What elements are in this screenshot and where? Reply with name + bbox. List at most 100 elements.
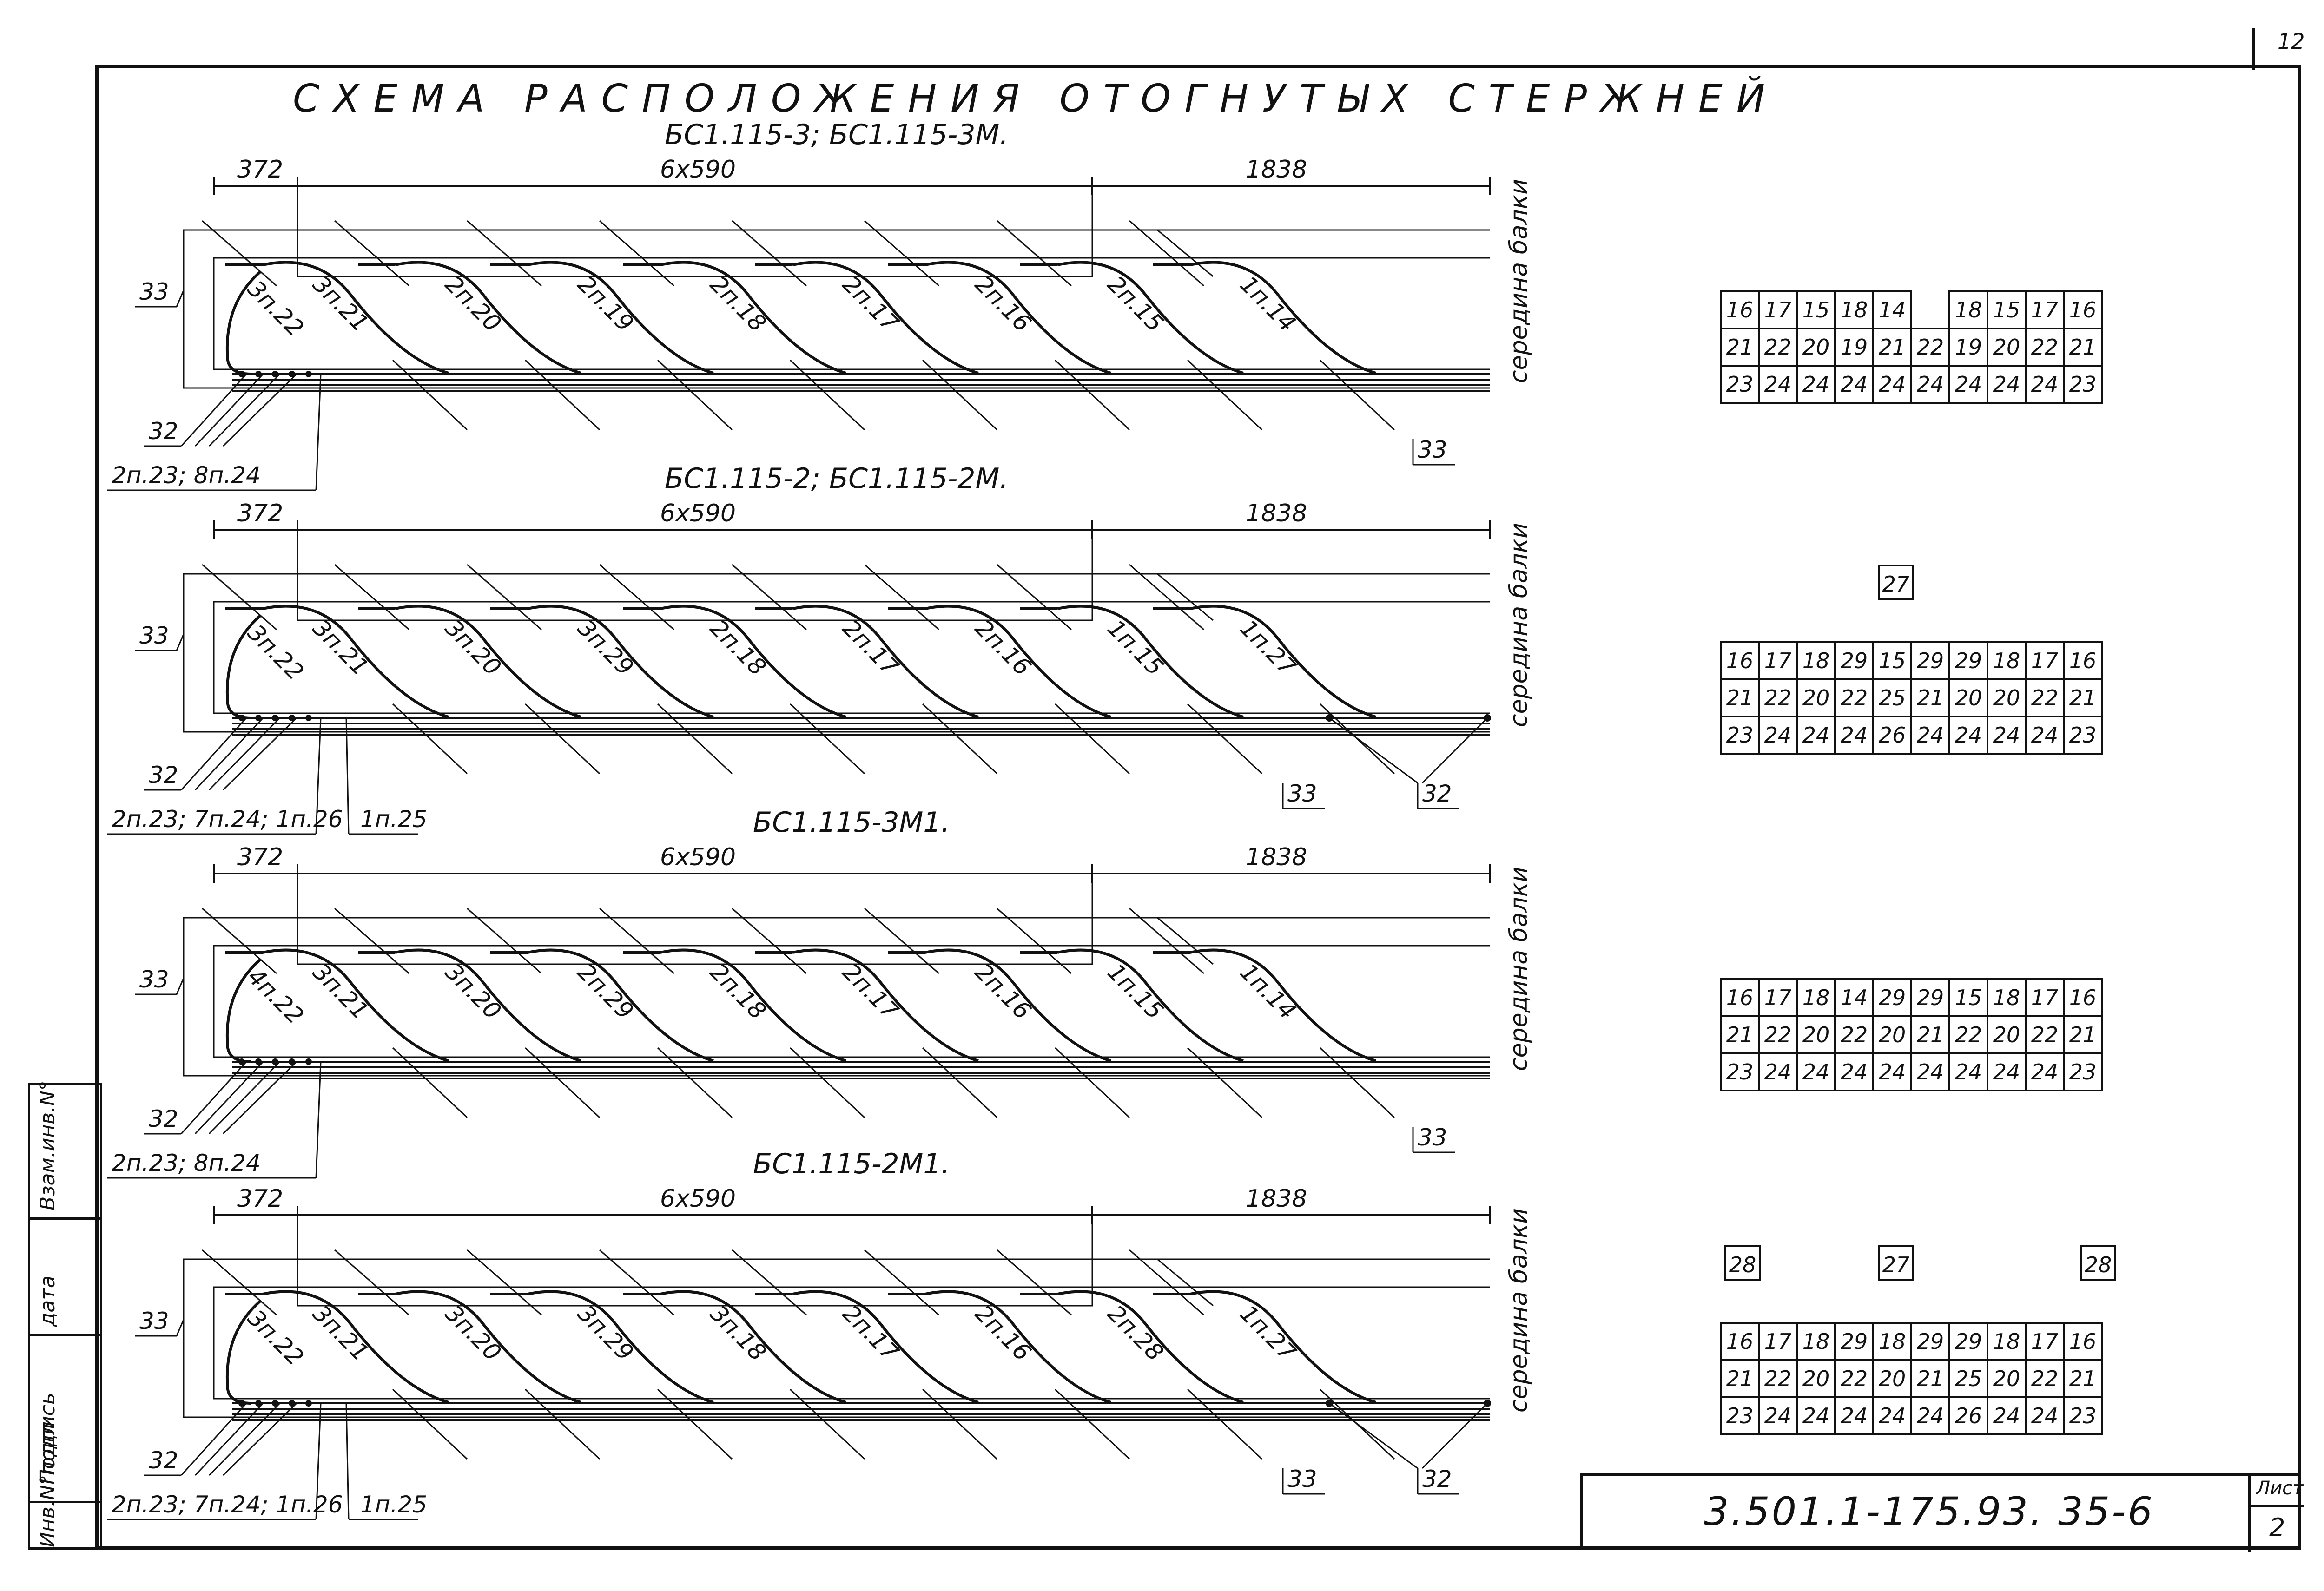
bent-bar-label-2: 3п.20 — [440, 614, 507, 681]
leader-line — [732, 220, 807, 287]
bent-bar-5 — [792, 605, 979, 718]
grid-cell: 20 — [1796, 1359, 1836, 1398]
stirrup-zone-line — [297, 186, 1093, 277]
leader-line — [467, 907, 542, 974]
leader-line — [1054, 703, 1130, 775]
drawing-frame — [95, 65, 2301, 1550]
section-box-27: 27 — [1878, 1245, 1914, 1281]
grid-cell: 18 — [1796, 641, 1836, 680]
page-number: 12 — [2278, 29, 2305, 54]
bent-bar-label-6: 2п.16 — [970, 270, 1037, 337]
bent-bar-label-4: 3п.18 — [705, 1300, 772, 1366]
grid-cell: 21 — [1910, 1359, 1950, 1398]
bent-bar-3 — [527, 948, 714, 1062]
bar-dot — [305, 371, 312, 377]
grid-cell: 18 — [1872, 1322, 1912, 1361]
grid-cell: 23 — [2063, 365, 2103, 404]
grid-cell: 29 — [1834, 1322, 1874, 1361]
bent-bar-3 — [527, 261, 714, 375]
grid-cell: 15 — [1796, 290, 1836, 329]
dimension-1838: 1838 — [1246, 156, 1307, 184]
dimension-6x590: 6х590 — [660, 156, 736, 184]
bar-callout: 2п.23; 8п.24 — [112, 462, 261, 489]
grid-cell: 17 — [2025, 641, 2065, 680]
leader-line — [1129, 564, 1204, 631]
grid-cell: 17 — [1758, 1322, 1798, 1361]
grid-cell: 21 — [1872, 328, 1912, 367]
sheet-cell: Лист 2 — [2248, 1476, 2304, 1552]
grid-cell: 16 — [2063, 290, 2103, 329]
section-box-28: 28 — [1724, 1245, 1761, 1281]
grid-cell: 29 — [1948, 1322, 1988, 1361]
grid-cell: 18 — [1834, 290, 1874, 329]
bent-bar-8 — [1189, 948, 1376, 1062]
bar-dot — [289, 371, 295, 377]
bent-bar-label-8: 1п.14 — [1235, 958, 1301, 1025]
bent-bar-5 — [792, 948, 979, 1062]
bent-bar-label-8: 1п.27 — [1235, 1300, 1301, 1366]
callout-leader — [208, 373, 281, 447]
grid-cell: 20 — [1987, 1015, 2027, 1054]
bar-dot — [289, 715, 295, 721]
side-strip-label-4: Инв.N°подл. — [36, 1415, 59, 1547]
grid-cell: 25 — [1872, 678, 1912, 717]
leader-line — [789, 1047, 865, 1118]
grid-cell: 15 — [1872, 641, 1912, 680]
leader-line — [1319, 359, 1395, 431]
mark-left-bottom: 32 — [149, 1105, 178, 1132]
leader-line — [524, 1388, 601, 1460]
grid-cell — [1911, 291, 1949, 329]
grid-cell: 24 — [1910, 716, 1950, 755]
bent-bar-7 — [1057, 1290, 1244, 1404]
bent-bar-2 — [395, 605, 581, 718]
leader-line — [1187, 359, 1263, 431]
grid-cell: 29 — [1834, 641, 1874, 680]
grid-cell: 21 — [2063, 1359, 2103, 1398]
grid-cell: 20 — [1796, 1015, 1836, 1054]
leader-line — [202, 564, 277, 631]
stirrup-zone-slope — [1092, 917, 1214, 965]
grid-cell: 24 — [1987, 1052, 2027, 1091]
beam-outline-outer — [183, 1258, 1490, 1418]
grid-cell: 24 — [1758, 365, 1798, 404]
callout-leader — [315, 1403, 322, 1520]
grid-cell: 22 — [1758, 678, 1798, 717]
mark-left-bottom: 32 — [149, 1447, 178, 1474]
grid-cell: 14 — [1834, 978, 1874, 1017]
grid-cell: 24 — [1910, 365, 1950, 404]
bent-bar-2 — [395, 948, 581, 1062]
grid-cell: 20 — [1948, 678, 1988, 717]
leader-line — [1421, 717, 1488, 784]
mark-left-top: 33 — [139, 622, 169, 649]
bent-bar-6 — [924, 948, 1111, 1062]
grid-cell: 21 — [1720, 1359, 1760, 1398]
end-hook-bar — [225, 1300, 261, 1405]
dimension-1838: 1838 — [1246, 843, 1307, 871]
grid-cell: 24 — [1948, 1052, 1988, 1091]
leader-line — [1187, 1047, 1263, 1118]
bar-dot — [305, 1400, 312, 1407]
grid-cell: 18 — [1796, 1322, 1836, 1361]
leader-line — [732, 564, 807, 631]
side-strip-label-1: Взам.инв.N° — [36, 1080, 59, 1210]
callout-leader — [315, 1061, 322, 1178]
beam-subtitle-1: БС1.115-3; БС1.115-3М. — [665, 118, 1009, 151]
bent-bar-label-1: 3п.21 — [308, 1300, 374, 1366]
grid-cell: 22 — [1910, 328, 1950, 367]
leader-line — [657, 359, 733, 431]
grid-cell: 24 — [1834, 365, 1874, 404]
dimension-6x590: 6х590 — [660, 1185, 736, 1213]
leader-line — [789, 1388, 865, 1460]
leader-line — [864, 564, 939, 631]
grid-cell: 24 — [2025, 365, 2065, 404]
bent-bar-4 — [660, 1290, 846, 1404]
grid-cell: 22 — [1834, 678, 1874, 717]
grid-cell: 22 — [1758, 1359, 1798, 1398]
callout-leader — [180, 1402, 247, 1476]
end-hook-bar — [225, 958, 261, 1063]
